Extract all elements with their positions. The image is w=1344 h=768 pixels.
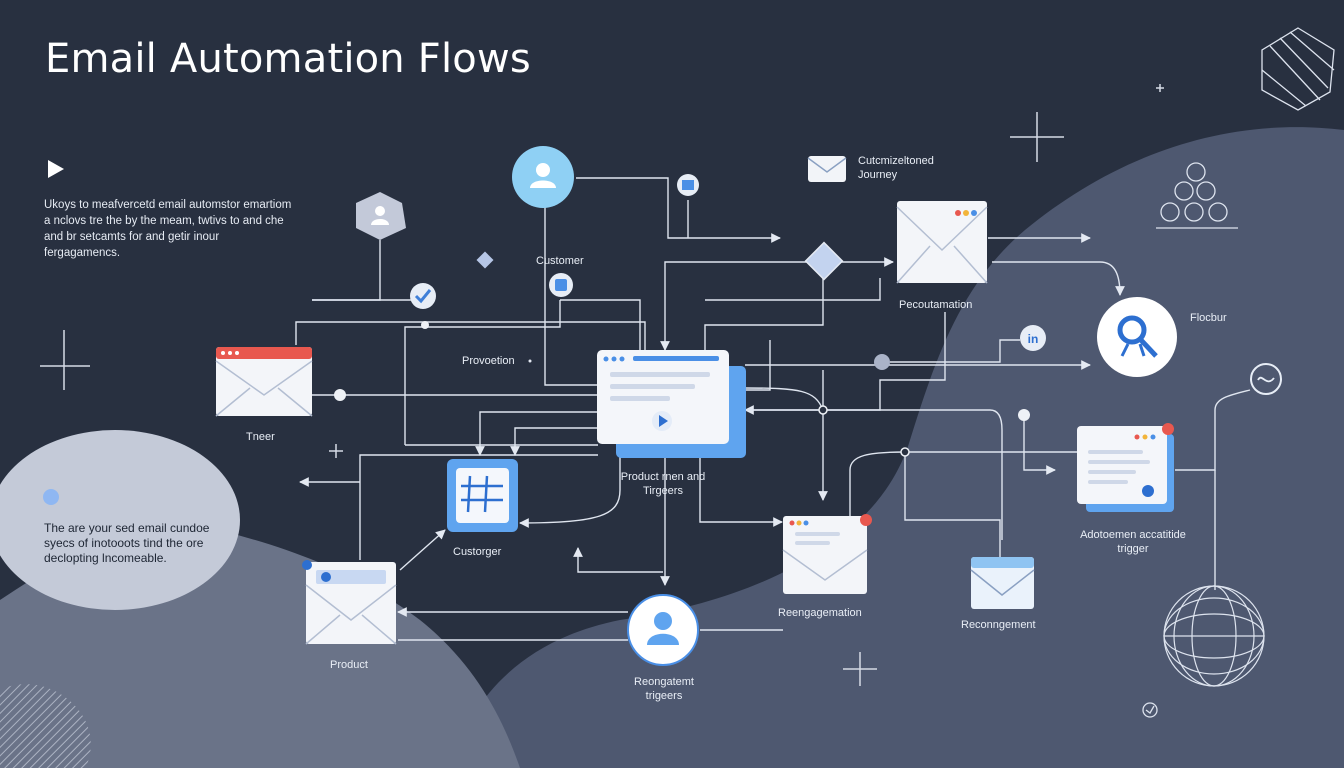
check-icon — [414, 289, 432, 304]
globe-icon — [1163, 585, 1265, 687]
label-reengagement-right: Reconngement — [961, 619, 1036, 631]
feedback-search-node[interactable] — [1097, 297, 1177, 377]
sparkle-decorations — [40, 84, 1164, 686]
central-email-window[interactable] — [597, 350, 746, 458]
journey-envelope-icon[interactable] — [807, 156, 847, 182]
customer-avatar-node-top[interactable] — [512, 146, 574, 208]
play-icon — [659, 415, 668, 427]
reengagement-envelope[interactable] — [782, 514, 872, 594]
label-customized-journey: Cutcmizeltoned Journey — [858, 155, 934, 181]
bullet-dot — [43, 489, 59, 505]
label-trigger-left: Tneer — [246, 431, 275, 443]
play-icon[interactable] — [48, 160, 64, 178]
flag-node[interactable] — [677, 174, 699, 196]
small-star — [528, 359, 532, 363]
hexagon-icon — [1261, 27, 1335, 111]
label-product-triggers: Product rnen and Tirgeers — [620, 471, 706, 497]
label-customer-top: Customer — [536, 255, 584, 267]
note-text: The are your sed email cundoe syecs of i… — [44, 521, 210, 565]
left-bubble-shape — [0, 430, 240, 610]
linkedin-label: in — [1028, 332, 1039, 346]
people-cluster-icon — [1156, 162, 1238, 229]
hatched-corner — [0, 684, 91, 768]
wave-icon — [1257, 376, 1275, 383]
label-reengagement-mid: Reengagemation — [778, 607, 862, 619]
clock-icon — [1142, 702, 1158, 718]
junction-dots — [334, 321, 1030, 457]
label-promotion: Provoetion — [462, 355, 515, 367]
page-title: Email Automation Flows — [45, 36, 531, 82]
connector-lines — [295, 177, 1251, 641]
linkedin-node[interactable]: in — [1020, 325, 1046, 351]
intro-text: Ukoys to meafvercetd email automstor ema… — [44, 199, 292, 259]
label-product-bottom: Product — [330, 659, 368, 671]
label-abandonment-trigger: Adotoemen accatitide trigger — [1080, 529, 1186, 555]
reengagement-avatar-node[interactable] — [627, 594, 699, 666]
trigger-envelope[interactable] — [215, 347, 313, 417]
user-hex-node[interactable] — [356, 192, 406, 240]
reengagement-small-envelope[interactable] — [970, 557, 1035, 609]
label-customer-mid: Custorger — [453, 546, 502, 558]
label-reengagement-triggers: Reongatemt trigeers — [634, 676, 694, 702]
recommendation-envelope[interactable] — [896, 201, 988, 284]
decision-diamond[interactable] — [804, 241, 844, 281]
calendar-node[interactable] — [447, 459, 518, 532]
small-diamond-node — [476, 251, 494, 269]
customer-square-node[interactable] — [549, 273, 573, 297]
check-node[interactable] — [410, 283, 436, 309]
wave-node[interactable] — [1250, 363, 1282, 395]
label-recommendation: Pecoutamation — [899, 299, 973, 311]
label-feedback: Flocbur — [1190, 312, 1227, 324]
product-envelope[interactable] — [302, 560, 397, 645]
abandonment-document[interactable] — [1077, 423, 1174, 512]
search-icon — [1117, 315, 1147, 345]
